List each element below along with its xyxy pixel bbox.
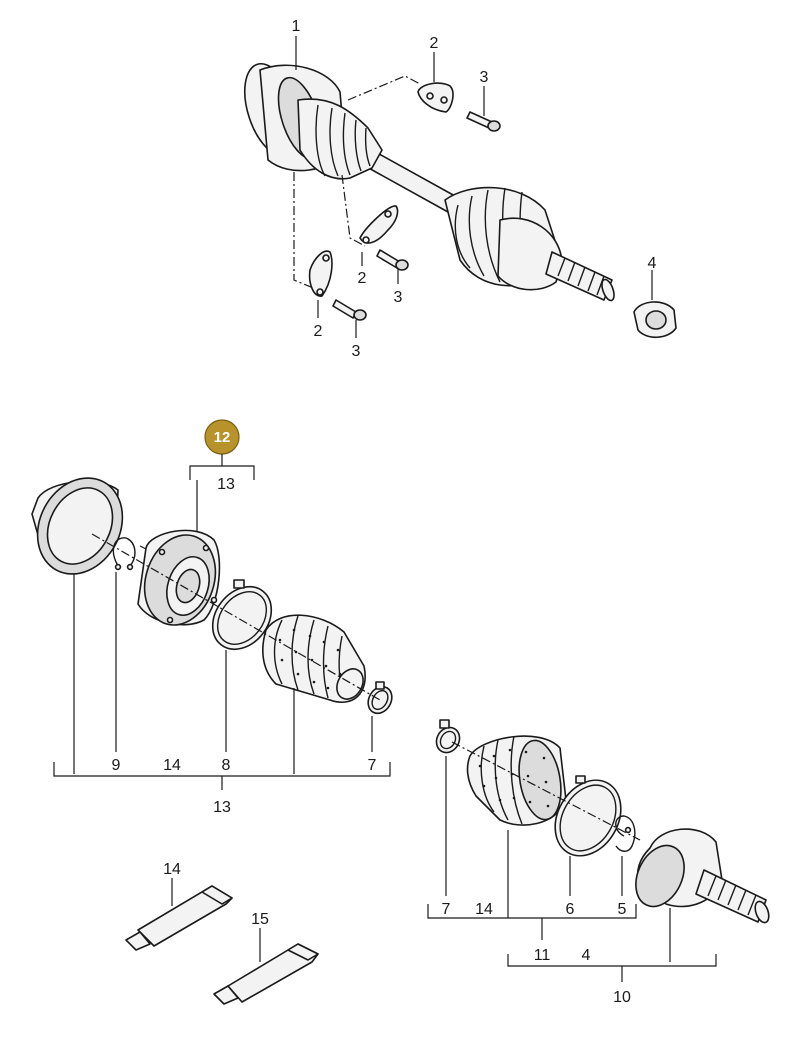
label-set-10: 10	[613, 989, 631, 1006]
label-band-6: 6	[566, 901, 575, 918]
label-bolt-mid: 3	[394, 289, 403, 306]
label-grease-14-inner: 14	[163, 757, 181, 774]
label-joint-4: 4	[582, 947, 591, 964]
label-clamp-7-outer: 7	[442, 901, 451, 918]
inner-joint-parts	[31, 477, 393, 715]
label-bracket-top: 2	[430, 35, 439, 52]
boot-dots-inner	[278, 628, 342, 690]
set-11-bracket	[427, 904, 637, 919]
drive-shaft-assembly	[243, 62, 677, 339]
label-bolt-low: 3	[352, 343, 361, 360]
set-13-top-bracket	[189, 465, 255, 532]
label-clamp-8: 8	[222, 757, 231, 774]
label-grease-14-outer: 14	[475, 901, 493, 918]
label-set-11: 11	[534, 947, 551, 964]
label-bracket-mid: 2	[358, 270, 367, 287]
label-tube-15: 15	[251, 911, 269, 928]
label-set-top-13: 13	[217, 476, 235, 493]
label-clamp-7-inner: 7	[368, 757, 377, 774]
label-bolt-top: 3	[480, 69, 489, 86]
label-shaft-assembly: 1	[292, 18, 301, 35]
label-bracket-low: 2	[314, 323, 323, 340]
label-nut: 4	[648, 255, 657, 272]
grease-tube-15	[213, 928, 319, 1005]
outer-joint-parts	[435, 719, 770, 924]
label-circlip-5: 5	[618, 901, 627, 918]
badge-label: 12	[214, 429, 231, 446]
set-10-bracket	[507, 954, 717, 967]
outer-leaders	[445, 756, 671, 962]
inner-leaders	[73, 572, 373, 774]
boot-dots-outer	[478, 748, 550, 808]
grease-tube-14	[125, 878, 233, 951]
label-set-bottom-13: 13	[213, 799, 231, 816]
badge-12[interactable]: 12	[204, 419, 240, 455]
label-circlip-9: 9	[112, 757, 121, 774]
label-tube-14: 14	[163, 861, 181, 878]
top-leader-lines	[295, 36, 653, 338]
